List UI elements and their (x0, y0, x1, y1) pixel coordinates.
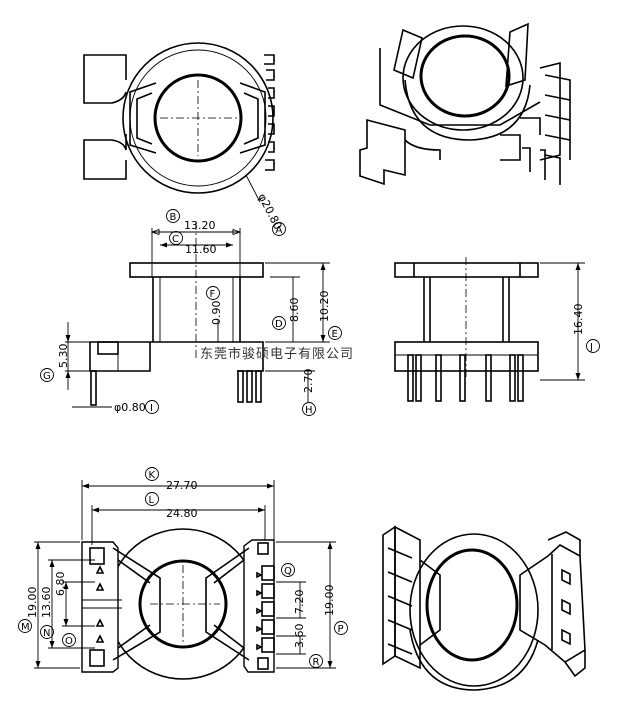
dim-16-40: 16.40 (572, 304, 585, 336)
label-a: A (276, 225, 283, 236)
label-d: D (275, 319, 283, 330)
dim-6-80: 6.80 (54, 572, 67, 597)
dim-0-90: 0.90 (210, 301, 223, 326)
dim-0-80: φ0.80 (114, 401, 146, 414)
dim-19-00-right: 19.00 (323, 585, 336, 617)
label-r: R (313, 657, 320, 668)
label-c: C (172, 234, 179, 245)
dim-19-00-left: 19.00 (26, 587, 39, 619)
label-b: B (170, 212, 177, 223)
dim-10-20: 10.20 (318, 291, 331, 323)
label-j: J (589, 342, 593, 353)
watermark: 东莞市骏硕电子有限公司 (200, 346, 354, 362)
dim-5-30: 5.30 (57, 344, 70, 369)
dim-13-20: 13.20 (184, 219, 216, 232)
label-p: P (338, 624, 344, 635)
dim-24-80: 24.80 (166, 507, 198, 520)
label-f: F (210, 289, 216, 300)
label-l: L (149, 495, 155, 506)
front-elevation: 13.20 B 11.60 C 0.90 F 8.60 D 10.20 E (40, 209, 342, 416)
label-h: H (305, 405, 313, 416)
dim-27-70: 27.70 (166, 479, 198, 492)
label-o: O (65, 636, 73, 647)
dim-7-20: 7.20 (293, 590, 306, 615)
label-n: N (43, 628, 50, 639)
side-pins (407, 354, 524, 402)
label-m: M (21, 622, 30, 633)
label-e: E (332, 329, 338, 340)
iso-view-bottom (382, 525, 586, 691)
side-elevation: 16.40 J (394, 257, 600, 402)
dim-8-60: 8.60 (288, 298, 301, 323)
bottom-view: 27.70 K 24.80 L 19.00 M 13.60 N (18, 467, 348, 680)
label-k: K (149, 470, 156, 481)
label-g: G (43, 371, 51, 382)
dim-13-60: 13.60 (40, 587, 53, 619)
label-i: I (150, 403, 153, 414)
label-q: Q (284, 566, 292, 577)
dim-3-60: 3.60 (293, 624, 306, 649)
iso-view-top (359, 22, 571, 186)
dim-11-60: 11.60 (185, 243, 217, 256)
top-view: φ20.80 A (83, 42, 286, 236)
dim-2-70: 2.70 (302, 369, 315, 394)
